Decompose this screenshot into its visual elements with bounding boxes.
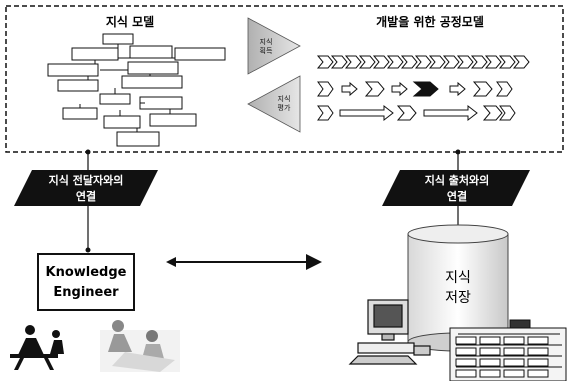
store-line-2: 저장 [445, 290, 471, 306]
collaboration-people-icon [100, 320, 180, 372]
engineer-line-1: Knowledge [46, 265, 127, 280]
left-connector-label-2: 연결 [76, 189, 96, 203]
process-chevron-row-2 [318, 82, 512, 96]
knowledge-engineer-box [38, 254, 134, 310]
data-hierarchy-icon [450, 320, 566, 381]
right-connector-label-1: 지식 출처와의 [425, 173, 490, 187]
org-chart-diagram [48, 34, 225, 146]
engineer-line-2: Engineer [53, 285, 119, 300]
meeting-people-icon [10, 325, 64, 370]
process-model-title: 개발을 위한 공정모델 [376, 14, 484, 29]
knowledge-model-title: 지식 모델 [106, 14, 154, 29]
acquisition-arrow-shape [248, 18, 300, 74]
evaluation-arrow-shape [248, 76, 300, 132]
right-connector-label-2: 연결 [447, 189, 467, 203]
left-connector-label-1: 지식 전달자와의 [49, 173, 124, 187]
store-line-1: 지식 [445, 270, 471, 286]
process-chevron-row-1 [318, 56, 529, 68]
process-chevron-row-3 [318, 106, 515, 120]
